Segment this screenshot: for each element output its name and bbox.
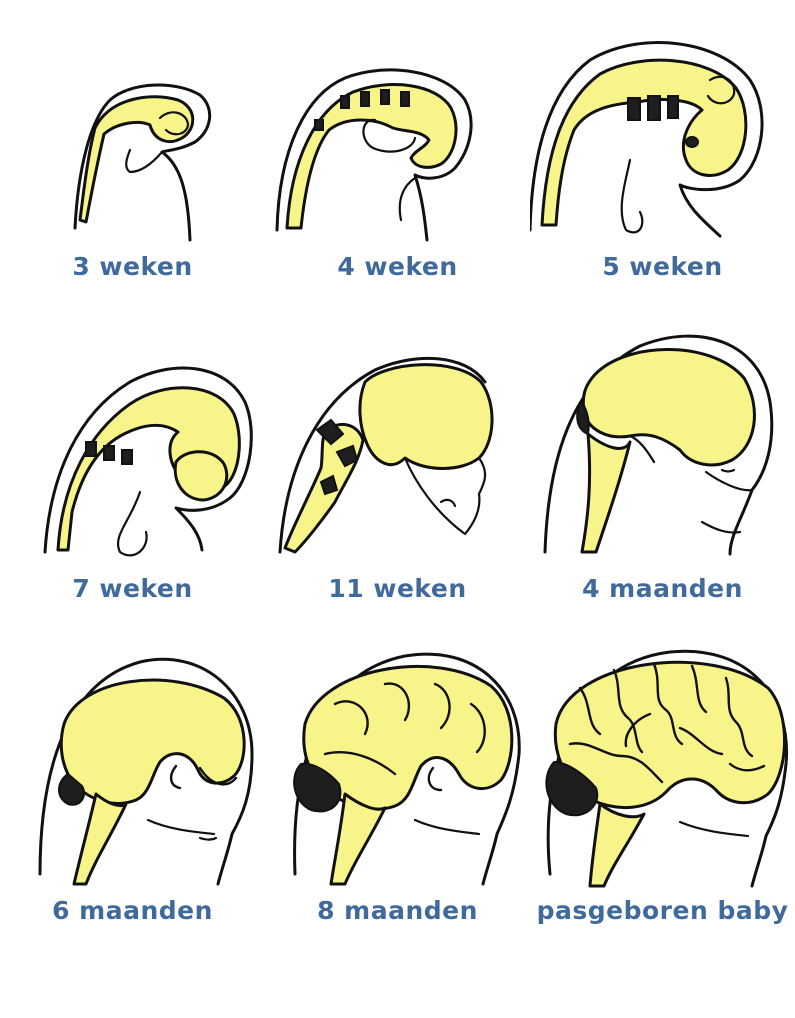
stage-label: 6 maanden bbox=[52, 896, 213, 925]
embryo-5-weeks-drawing bbox=[530, 41, 764, 238]
stage-label: 4 maanden bbox=[582, 574, 743, 603]
stage-label: 3 weken bbox=[72, 252, 193, 281]
stage-label: 11 weken bbox=[328, 574, 467, 603]
embryo-4-weeks-drawing bbox=[275, 68, 473, 242]
stage-4-months: 4 maanden bbox=[530, 322, 795, 661]
fetus-11-weeks-drawing bbox=[278, 356, 494, 554]
embryo-3-weeks-drawing bbox=[73, 83, 211, 242]
stage-label: pasgeboren baby bbox=[536, 896, 789, 925]
stage-label: 7 weken bbox=[72, 574, 193, 603]
stage-label: 8 maanden bbox=[317, 896, 478, 925]
stage-label: 4 weken bbox=[337, 252, 458, 281]
stage-newborn: pasgeboren baby bbox=[530, 644, 795, 983]
stage-7-weeks: 7 weken bbox=[0, 322, 265, 661]
fetus-6-months-drawing bbox=[38, 657, 254, 886]
stage-3-weeks: 3 weken bbox=[0, 0, 265, 339]
stage-label: 5 weken bbox=[602, 252, 723, 281]
stage-8-months: 8 maanden bbox=[265, 644, 530, 983]
embryo-7-weeks-drawing bbox=[43, 366, 253, 557]
fetus-4-months-drawing bbox=[543, 334, 774, 556]
stage-6-months: 6 maanden bbox=[0, 644, 265, 983]
newborn-brain-drawing bbox=[545, 649, 789, 888]
stage-4-weeks: 4 weken bbox=[265, 0, 530, 339]
stage-11-weeks: 11 weken bbox=[265, 322, 530, 661]
fetus-8-months-drawing bbox=[293, 652, 521, 886]
stage-5-weeks: 5 weken bbox=[530, 0, 795, 339]
